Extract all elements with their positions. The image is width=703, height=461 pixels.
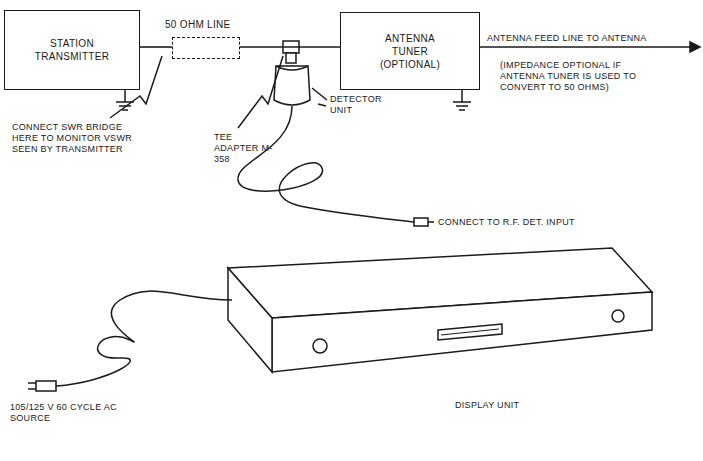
- connection-note: CONNECT TO R.F. DET. INPUT: [438, 217, 608, 228]
- ground-symbol: [453, 90, 471, 110]
- detector-unit: [274, 66, 310, 105]
- control-knob: [313, 339, 327, 353]
- transmitter-box: STATION TRANSMITTER: [4, 10, 140, 90]
- cable-plug: [428, 221, 434, 223]
- leader-line: [238, 56, 283, 128]
- impedance-note: (IMPEDANCE OPTIONAL IF ANTENNA TUNER IS …: [500, 60, 668, 93]
- box-text: ANTENNA TUNER (OPTIONAL): [370, 32, 450, 71]
- swr-bridge-note: CONNECT SWR BRIDGE HERE TO MONITOR VSWR …: [12, 122, 132, 155]
- feed-line-label: ANTENNA FEED LINE TO ANTENNA: [487, 33, 702, 44]
- power-plug: [36, 381, 56, 391]
- digital-readout: [441, 329, 499, 335]
- arrowhead: [690, 42, 700, 52]
- power-source-label: 105/125 V 60 CYCLE AC SOURCE: [10, 402, 122, 424]
- digital-readout: [438, 324, 502, 340]
- box-text: STATION TRANSMITTER: [24, 37, 120, 63]
- leader-line: [318, 104, 326, 106]
- detector-label: DETECTOR UNIT: [330, 94, 390, 116]
- display-unit: [272, 292, 652, 372]
- power-plug: [28, 383, 36, 389]
- tuner-box: ANTENNA TUNER (OPTIONAL): [340, 12, 480, 90]
- detector-unit: [276, 66, 308, 70]
- cable-plug: [414, 218, 428, 226]
- transmission-line-box: 50 OHM LINE: [172, 37, 240, 59]
- coax-line: [140, 47, 172, 48]
- tee-adapter: [286, 53, 296, 63]
- detector-cable: [238, 106, 414, 222]
- leader-line: [312, 88, 327, 100]
- tee-adapter-label: TEE ADAPTER M-358: [214, 132, 278, 165]
- coax-line: [240, 47, 340, 48]
- control-knob: [612, 310, 624, 322]
- box-text: 50 OHM LINE: [165, 18, 231, 31]
- display-unit: [228, 268, 272, 372]
- feed-line: [480, 46, 690, 48]
- power-cord: [56, 291, 232, 386]
- display-label: DISPLAY UNIT: [455, 400, 575, 411]
